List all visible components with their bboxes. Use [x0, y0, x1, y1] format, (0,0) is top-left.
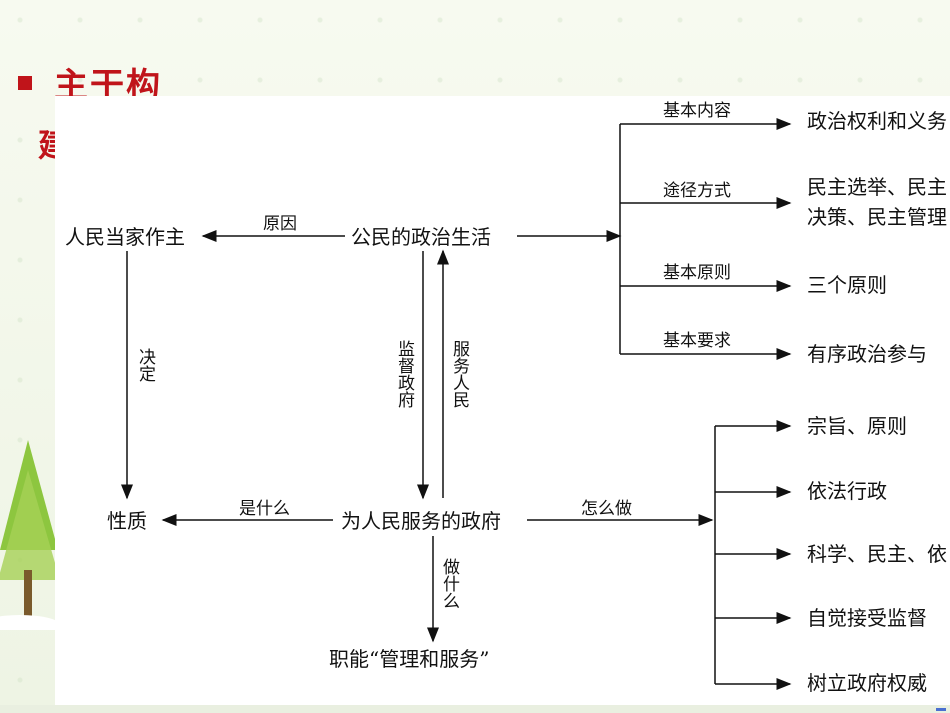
branch-requirement-value: 有序政治参与 [807, 342, 927, 366]
node-people: 人民当家作主 [65, 225, 185, 249]
branch-content-value: 政治权利和义务 [807, 109, 947, 133]
edge-what-is-label: 是什么 [239, 499, 290, 519]
tree-decoration-icon [0, 440, 60, 630]
node-political-life: 公民的政治生活 [351, 225, 491, 249]
branch-way-value-line1: 民主选举、民主 [807, 175, 947, 199]
node-government: 为人民服务的政府 [341, 509, 501, 533]
concept-map: 人民当家作主 公民的政治生活 性质 为人民服务的政府 职能“管理和服务” 政治权… [65, 101, 947, 695]
corner-mark [936, 708, 946, 711]
slide-title-fragment: 建 [38, 126, 60, 162]
how-item-3: 科学、民主、依 [807, 542, 947, 566]
branch-requirement-label: 基本要求 [663, 331, 731, 351]
how-item-4: 自觉接受监督 [807, 606, 927, 630]
edge-how-label: 怎么做 [581, 499, 632, 519]
branch-way-value-line2: 决策、民主管理 [807, 205, 947, 229]
square-bullet-icon [18, 75, 32, 90]
bottom-strip [0, 705, 950, 713]
edge-reason-label: 原因 [263, 214, 297, 234]
node-function: 职能“管理和服务” [329, 647, 489, 671]
how-item-1: 宗旨、原则 [807, 414, 907, 438]
edge-supervise-label: 监督政府 [394, 340, 415, 409]
how-item-5: 树立政府权威 [807, 671, 927, 695]
branch-principle-value: 三个原则 [807, 273, 887, 297]
edge-serve-label: 服务人民 [449, 340, 470, 408]
edge-what-do-label: 做什么 [439, 558, 460, 609]
edge-decide-label: 决定 [135, 348, 156, 382]
branch-principle-label: 基本原则 [663, 263, 731, 283]
node-nature: 性质 [107, 509, 147, 533]
concept-map-panel: 人民当家作主 公民的政治生活 性质 为人民服务的政府 职能“管理和服务” 政治权… [55, 96, 950, 706]
how-item-2: 依法行政 [807, 479, 887, 503]
branch-way-label: 途径方式 [663, 181, 731, 201]
branch-content-label: 基本内容 [663, 101, 731, 121]
